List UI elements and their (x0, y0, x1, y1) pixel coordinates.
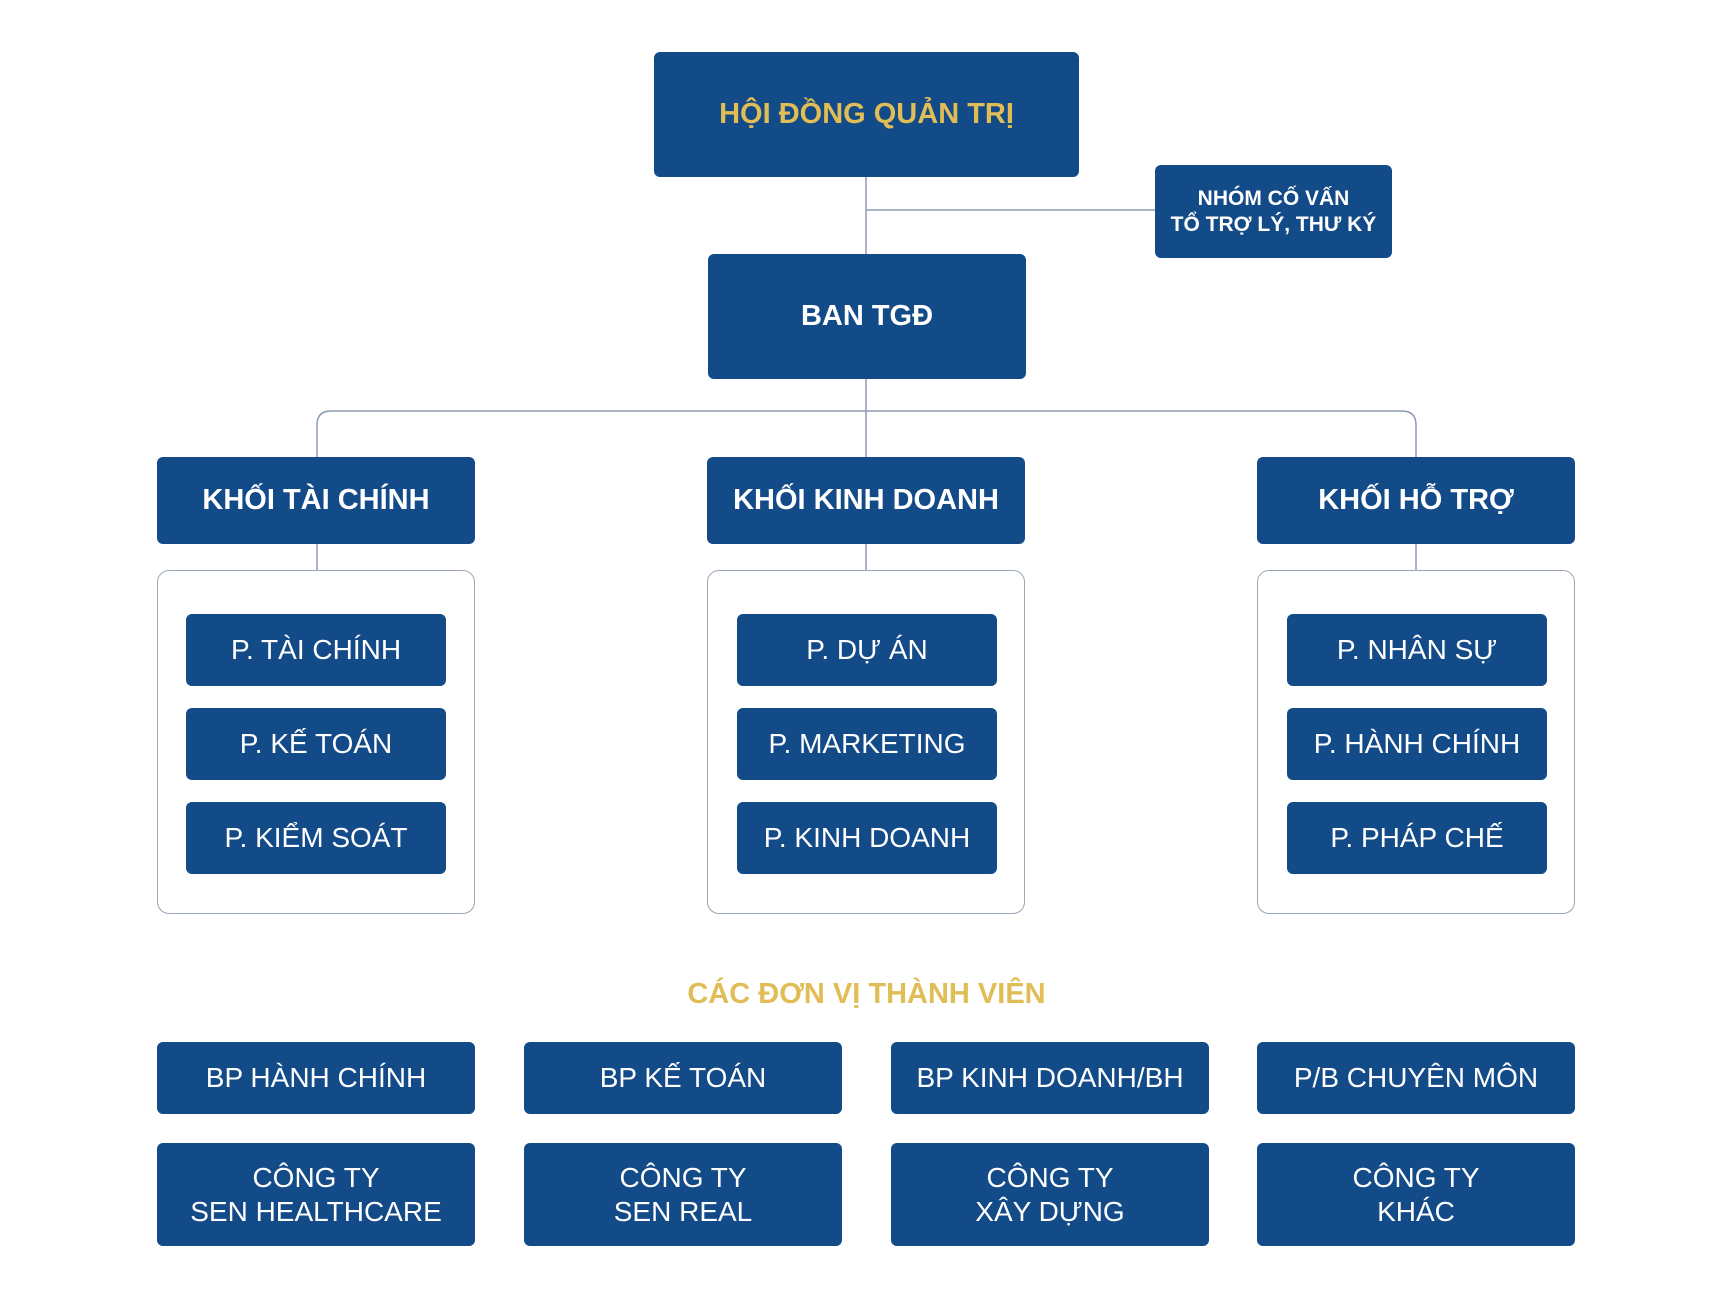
member-function-label: BP KẾ TOÁN (599, 1062, 767, 1094)
department-label: P. KIỂM SOÁT (224, 822, 408, 854)
department-label: P. DỰ ÁN (806, 634, 928, 666)
member-function-label: BP KINH DOANH/BH (916, 1062, 1184, 1094)
department-human-resources: P. NHÂN SỰ (1287, 614, 1547, 686)
company-line1: CÔNG TY (252, 1161, 380, 1193)
company-sen-real: CÔNG TY SEN REAL (524, 1143, 842, 1246)
finance-departments-frame (157, 570, 475, 914)
division-finance-box: KHỐI TÀI CHÍNH (157, 457, 475, 544)
member-function-label: BP HÀNH CHÍNH (205, 1062, 427, 1094)
department-label: P. HÀNH CHÍNH (1313, 728, 1521, 760)
department-label: P. KẾ TOÁN (239, 728, 393, 760)
board-of-directors-label: HỘI ĐỒNG QUẢN TRỊ (719, 98, 1014, 131)
department-administration: P. HÀNH CHÍNH (1287, 708, 1547, 780)
department-projects: P. DỰ ÁN (737, 614, 997, 686)
connector-division-rail (316, 410, 1417, 457)
company-line1: CÔNG TY (1352, 1161, 1480, 1193)
department-sales: P. KINH DOANH (737, 802, 997, 874)
ceo-office-label: BAN TGĐ (800, 300, 934, 333)
member-function-accounting: BP KẾ TOÁN (524, 1042, 842, 1114)
company-line2: SEN REAL (613, 1195, 753, 1227)
division-support-label: KHỐI HỖ TRỢ (1318, 484, 1514, 517)
company-construction: CÔNG TY XÂY DỰNG (891, 1143, 1209, 1246)
division-finance-label: KHỐI TÀI CHÍNH (202, 484, 430, 517)
department-label: P. NHÂN SỰ (1336, 634, 1498, 666)
department-accounting: P. KẾ TOÁN (186, 708, 446, 780)
division-business-label: KHỐI KINH DOANH (733, 484, 999, 517)
company-line2: XÂY DỰNG (975, 1195, 1125, 1227)
company-line1: CÔNG TY (986, 1161, 1114, 1193)
division-business-box: KHỐI KINH DOANH (707, 457, 1025, 544)
department-label: P. PHÁP CHẾ (1330, 822, 1504, 854)
member-units-title: CÁC ĐƠN VỊ THÀNH VIÊN (687, 978, 1046, 1010)
advisory-group-line2: TỔ TRỢ LÝ, THƯ KÝ (1170, 212, 1377, 236)
member-function-specialist: P/B CHUYÊN MÔN (1257, 1042, 1575, 1114)
company-line1: CÔNG TY (619, 1161, 747, 1193)
business-departments-frame (707, 570, 1025, 914)
member-function-label: P/B CHUYÊN MÔN (1293, 1062, 1539, 1094)
department-control: P. KIỂM SOÁT (186, 802, 446, 874)
company-line2: KHÁC (1377, 1195, 1455, 1227)
department-label: P. KINH DOANH (763, 822, 971, 854)
member-function-sales: BP KINH DOANH/BH (891, 1042, 1209, 1114)
company-other: CÔNG TY KHÁC (1257, 1143, 1575, 1246)
department-finance: P. TÀI CHÍNH (186, 614, 446, 686)
company-line2: SEN HEALTHCARE (190, 1195, 442, 1227)
advisory-group-box: NHÓM CỐ VẤN TỔ TRỢ LÝ, THƯ KÝ (1155, 165, 1392, 258)
department-label: P. MARKETING (768, 728, 966, 760)
department-label: P. TÀI CHÍNH (230, 634, 402, 666)
ceo-office-box: BAN TGĐ (708, 254, 1026, 379)
support-departments-frame (1257, 570, 1575, 914)
company-sen-healthcare: CÔNG TY SEN HEALTHCARE (157, 1143, 475, 1246)
member-function-admin: BP HÀNH CHÍNH (157, 1042, 475, 1114)
department-legal: P. PHÁP CHẾ (1287, 802, 1547, 874)
advisory-group-line1: NHÓM CỐ VẤN (1197, 187, 1350, 211)
department-marketing: P. MARKETING (737, 708, 997, 780)
division-support-box: KHỐI HỖ TRỢ (1257, 457, 1575, 544)
board-of-directors-box: HỘI ĐỒNG QUẢN TRỊ (654, 52, 1079, 177)
